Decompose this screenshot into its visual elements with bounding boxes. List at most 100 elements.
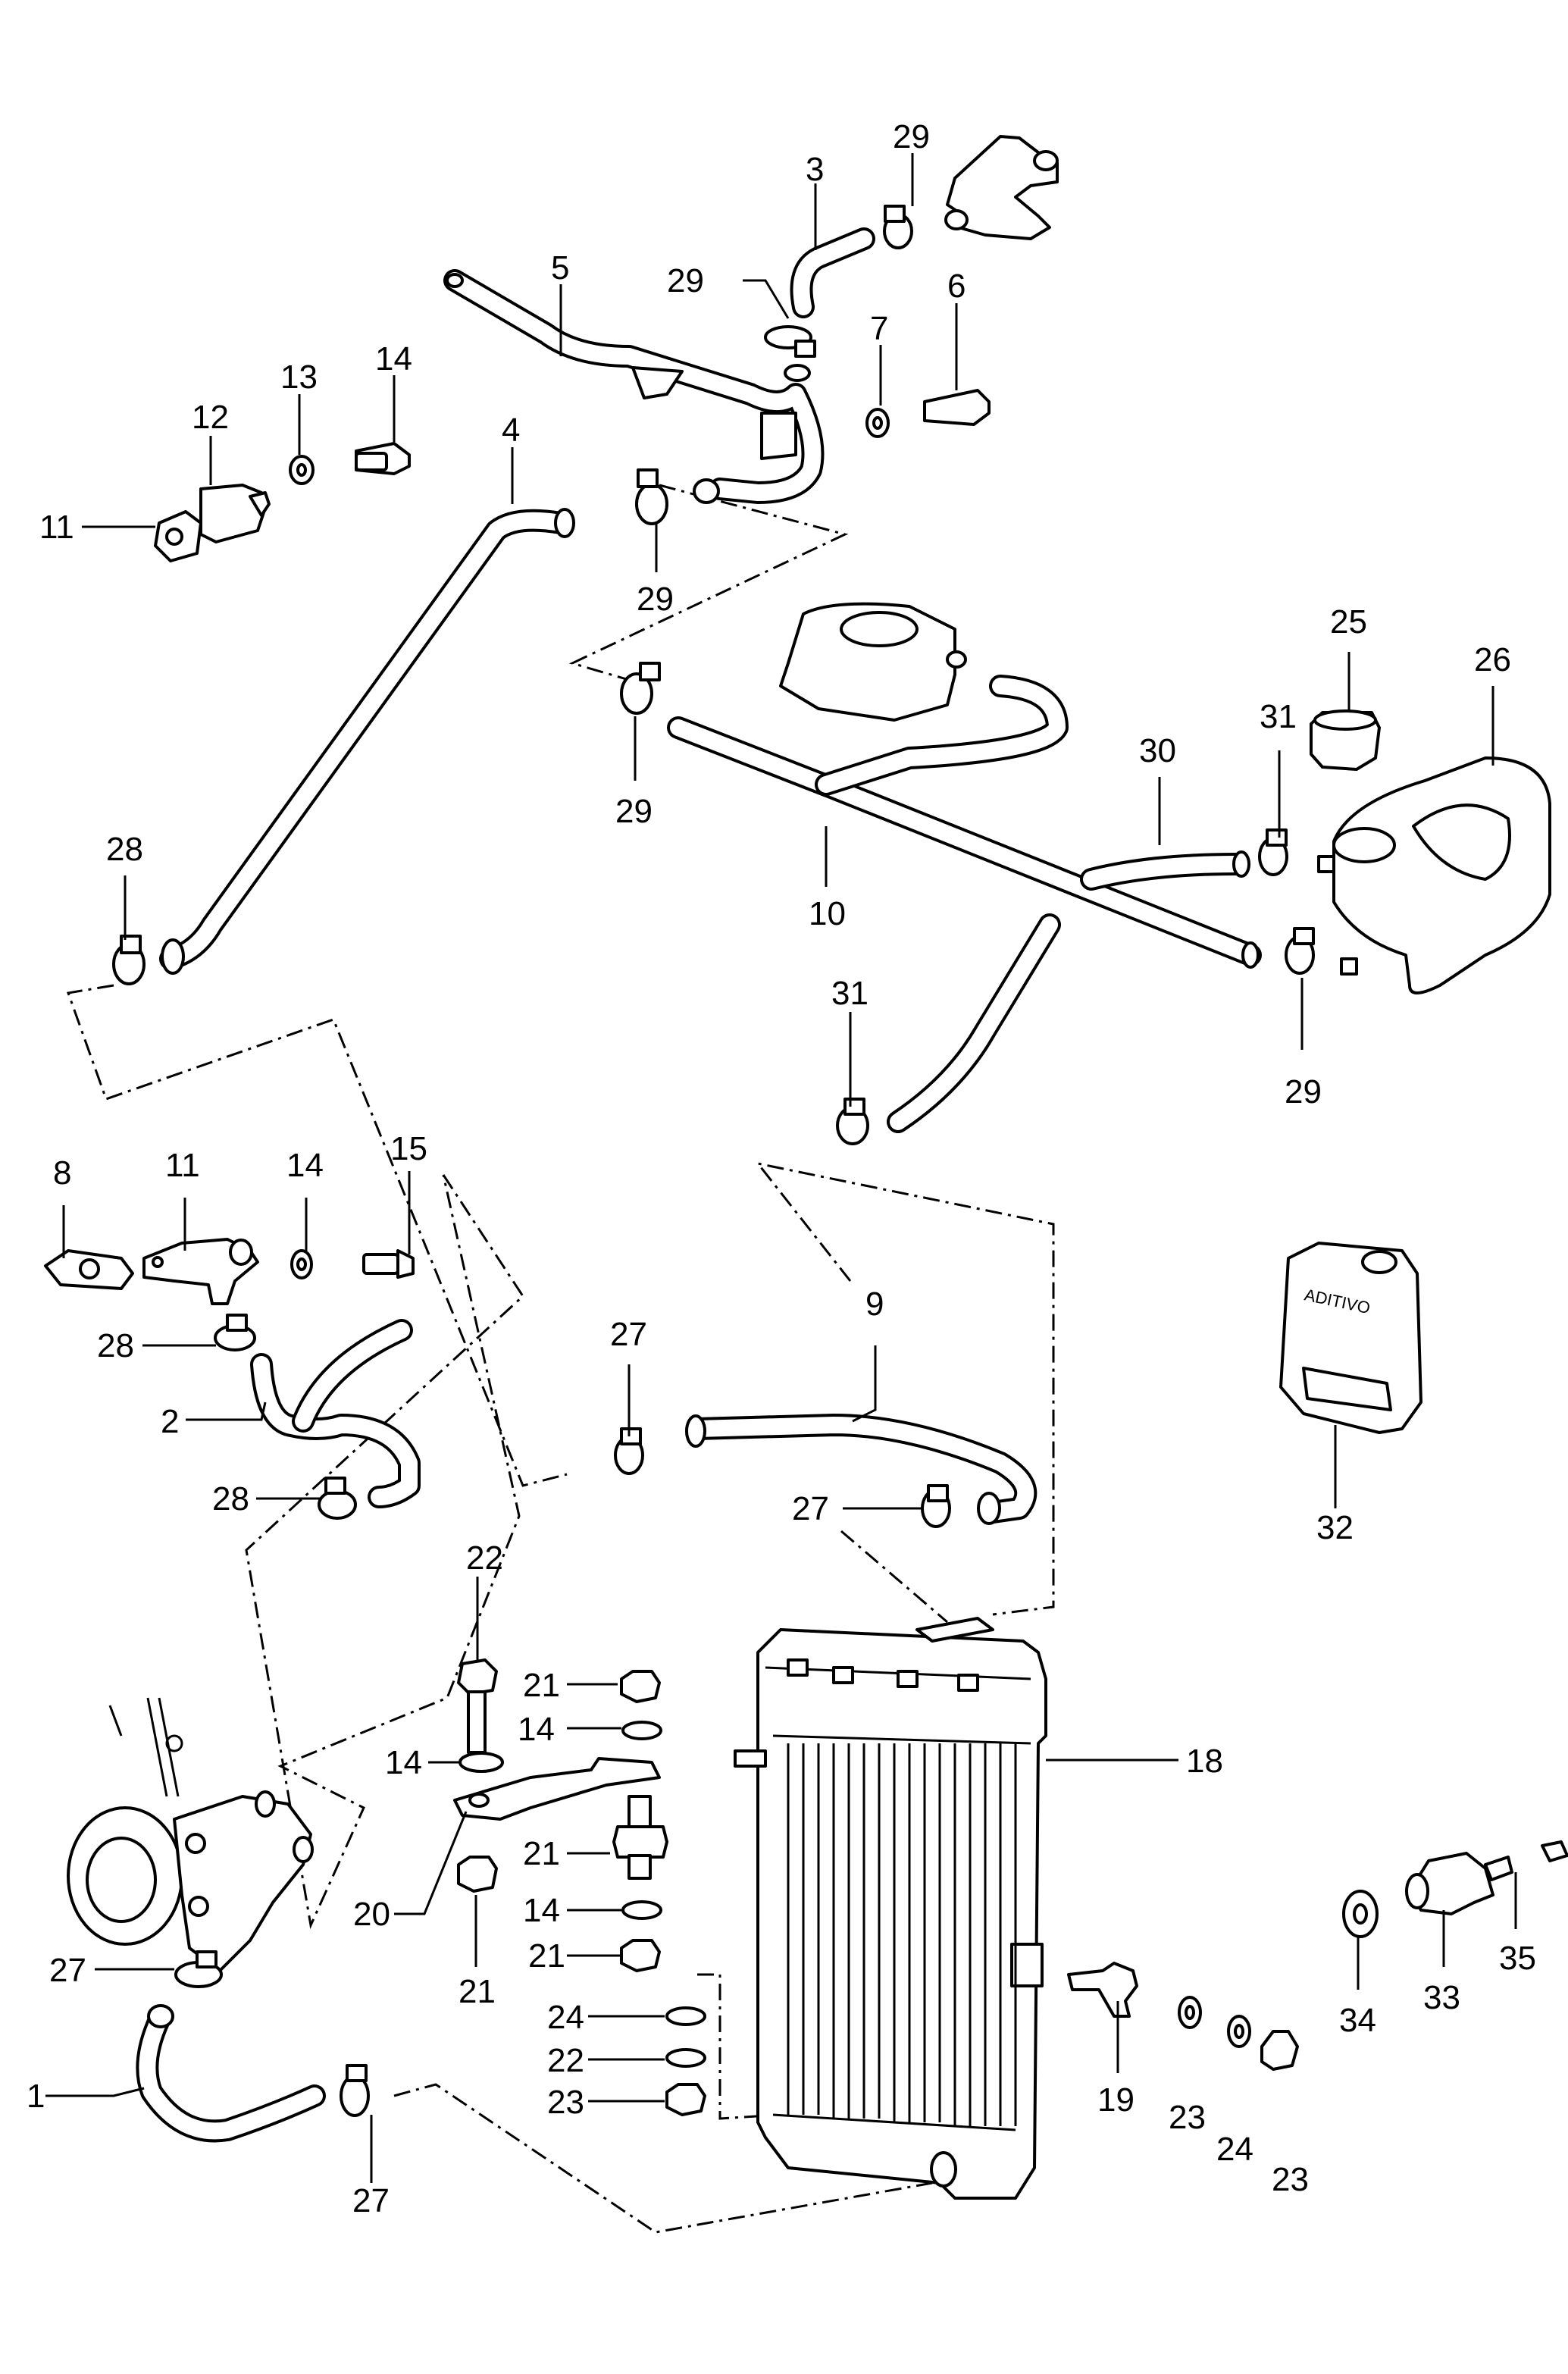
hose-1 [136, 2004, 326, 2143]
callout-27-hose1: 27 [352, 2182, 390, 2219]
callout-28-a: 28 [97, 1327, 134, 1364]
callout-33: 33 [1423, 1979, 1460, 2016]
callout-23-a: 23 [547, 2084, 584, 2121]
nut-21-c [620, 1939, 661, 1972]
clamp-29-upper [764, 325, 816, 358]
sensor-19 [612, 1795, 668, 1880]
washer-34 [1342, 1890, 1379, 1938]
callout-2: 2 [161, 1403, 179, 1440]
nut-23-b [1260, 2030, 1299, 2071]
callout-11: 11 [165, 1147, 200, 1184]
callout-21-c: 21 [528, 1937, 565, 1975]
nut-21-a [620, 1670, 661, 1703]
coolant-pipe-5 [443, 269, 825, 504]
callout-9: 9 [865, 1286, 884, 1323]
callout-29-upper: 29 [667, 262, 704, 299]
clamp-28-b [318, 1477, 357, 1520]
callout-6: 6 [947, 268, 966, 305]
callout-35: 35 [1499, 1940, 1536, 1977]
callout-14-c: 14 [523, 1892, 560, 1929]
drain-valve-18 [1067, 1962, 1138, 2018]
clamp-27-hose9 [614, 1427, 644, 1475]
callout-31-tank: 31 [1260, 698, 1297, 735]
callout-16: 18 [1186, 1743, 1223, 1780]
callout-24-b: 24 [1216, 2131, 1253, 2168]
connector-35 [1541, 1840, 1568, 1862]
hose-31-lower [887, 913, 1061, 1133]
washer-24-b [1227, 2015, 1251, 2048]
callout-4: 4 [502, 412, 520, 449]
callout-12: 12 [192, 399, 229, 436]
callout-24-a: 24 [547, 1999, 584, 2036]
gasket-8 [44, 1249, 134, 1290]
hose-10 [667, 675, 1262, 969]
clamp-28-hose4 [112, 935, 146, 985]
callout-14-b: 14 [518, 1711, 555, 1748]
callout-1: 1 [27, 2078, 45, 2115]
hose-3 [790, 227, 875, 318]
callout-31-lower: 31 [831, 975, 869, 1012]
washer-14-c [621, 1900, 662, 1920]
callout-27-pump: 27 [49, 1952, 86, 1989]
washer-14-top [289, 455, 315, 485]
callout-14-bracket: 14 [385, 1744, 422, 1781]
callout-20: 22 [466, 1539, 503, 1577]
hose-9 [685, 1414, 1038, 1525]
callout-27-hose9-end: 27 [792, 1490, 829, 1527]
radiator-fins [787, 1743, 1017, 2126]
callout-28-hose4: 28 [106, 831, 143, 868]
callout-15-top: 14 [375, 340, 412, 377]
temperature-switch-33 [1405, 1852, 1513, 1915]
callout-26: 26 [1474, 641, 1511, 678]
callout-labels: 3 29 29 5 6 7 13 14 12 11 4 29 29 10 30 … [27, 118, 1536, 2219]
callout-28-b: 28 [212, 1480, 249, 1517]
callout-18: 19 [1097, 2081, 1135, 2119]
callout-5: 5 [551, 249, 569, 287]
washer-24-a [665, 2006, 706, 2026]
hose-clamps [112, 205, 1315, 2117]
callout-22-a: 22 [547, 2042, 584, 2079]
clamp-27-hose1 [340, 2064, 370, 2117]
additive-bottle: ADITIVO [1279, 1242, 1422, 1434]
washer-22-b [1178, 1996, 1202, 2029]
callout-7: 7 [870, 310, 888, 347]
callout-19: 21 [523, 1835, 560, 1872]
callout-13: 11 [39, 509, 74, 546]
callout-8: 8 [53, 1154, 71, 1192]
callout-32: 32 [1316, 1509, 1354, 1546]
callout-29-top: 29 [893, 118, 930, 155]
connection-piece-11 [142, 1238, 259, 1305]
callout-14-mid: 14 [286, 1147, 324, 1184]
washer-22-a [665, 2048, 706, 2068]
thermostat-housing [944, 135, 1059, 240]
clamp-27-pump [174, 1950, 223, 1988]
radiator [734, 1617, 1047, 2200]
callout-34: 34 [1339, 2002, 1376, 2039]
expansion-tank-cap [1310, 709, 1381, 771]
clamp-29-top [883, 205, 913, 249]
expansion-tank [1317, 756, 1551, 994]
callout-3: 3 [806, 151, 824, 188]
bracket-17 [453, 1757, 661, 1821]
clamp-27-hose9-end [921, 1484, 951, 1528]
washer-14-bracket [459, 1752, 504, 1773]
callout-14-top: 13 [280, 359, 318, 396]
callout-29-hose10: 29 [615, 793, 653, 830]
bolt-15-mid [362, 1249, 415, 1279]
washer-14-b [621, 1721, 662, 1740]
routing-lines [66, 484, 1055, 2234]
callout-15-mid: 15 [390, 1130, 427, 1167]
gasket-13 [154, 510, 202, 562]
nut-21-bracket [457, 1856, 498, 1893]
hose-4 [159, 508, 575, 975]
bolt-15-top [355, 442, 411, 475]
bolt-6 [923, 389, 991, 426]
washer-14-mid [290, 1249, 313, 1279]
callout-27-hose9: 27 [610, 1316, 647, 1353]
clamp-31-tank [1258, 828, 1288, 876]
flange-12 [199, 484, 271, 543]
callout-17: 20 [353, 1896, 390, 1933]
callout-21-a: 21 [523, 1667, 560, 1704]
nut-23-a [665, 2083, 706, 2116]
